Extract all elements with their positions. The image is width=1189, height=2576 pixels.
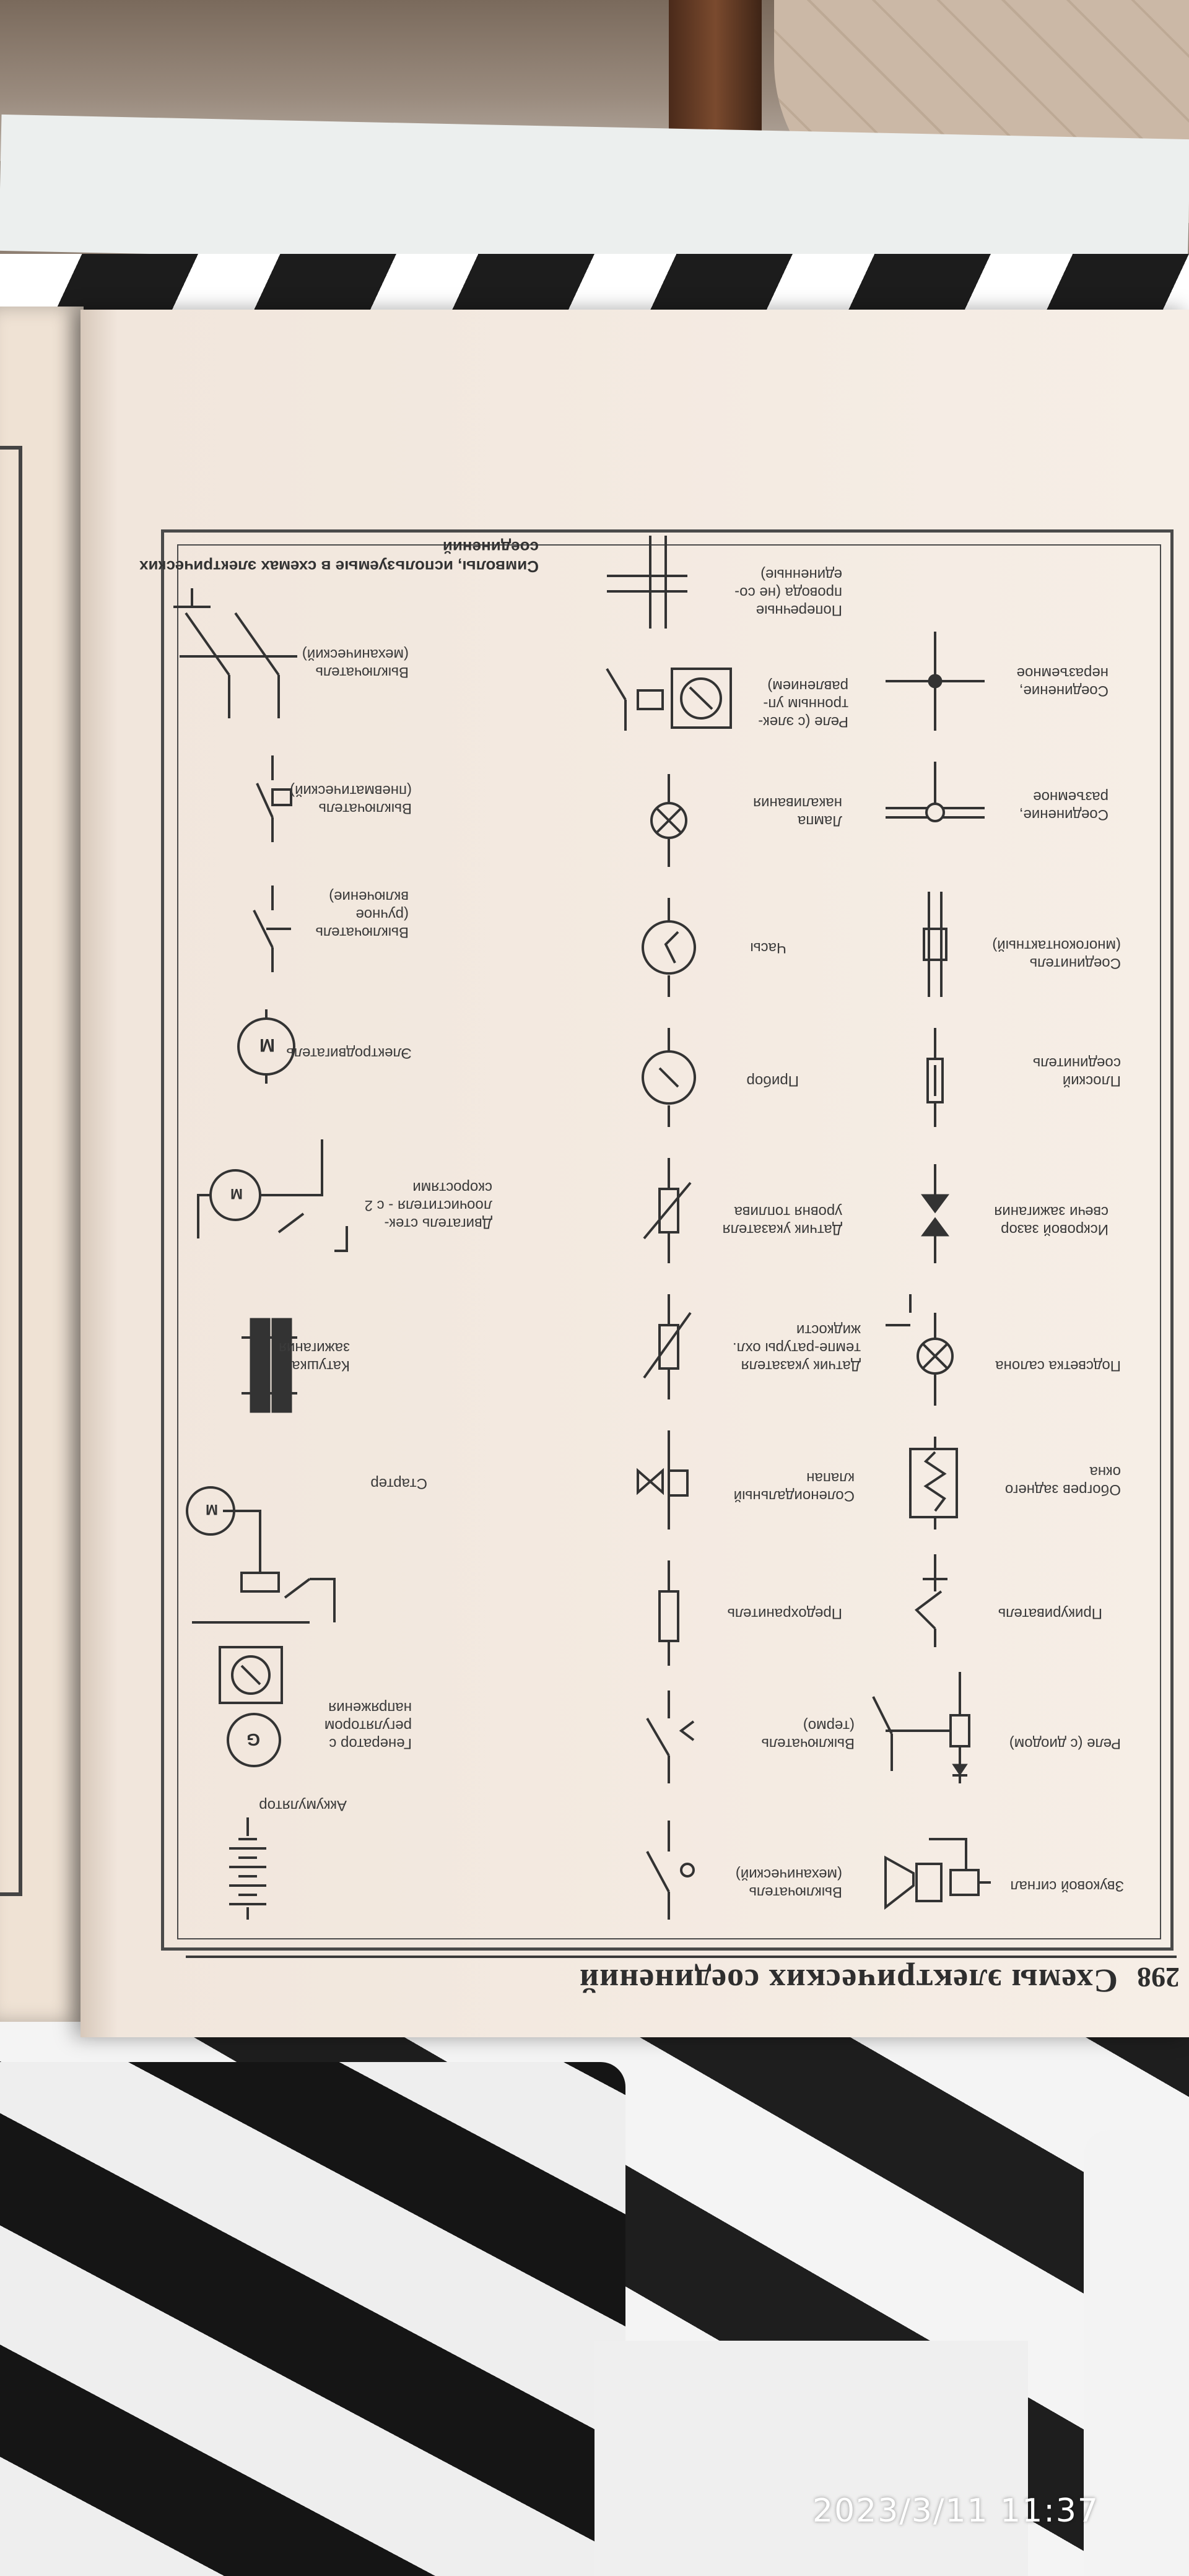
label-wiper-motor: Двигатель стек-лоочистителя - с 2 скорос… (364, 1179, 492, 1232)
left-book-page (0, 307, 84, 2022)
svg-text:M: M (230, 1185, 243, 1202)
label-spark-gap: Искровой зазор свечи зажигания (994, 1203, 1108, 1238)
right-book-page (81, 310, 1189, 2037)
clock-icon (642, 898, 696, 997)
label-temperature-sensor: Датчик указателя темпе-ратуры охл. жидко… (732, 1321, 861, 1374)
label-flat-connector: Плоский соединитель (1032, 1055, 1121, 1089)
page-number: 298 (1137, 1962, 1180, 1993)
label-multi-connector: Соединитель (многоконтактный) (992, 937, 1121, 972)
striped-card-pattern (0, 2062, 625, 2576)
label-fuse: Предохранитель (727, 1605, 842, 1622)
label-lamp: Лампа накаливания (753, 794, 842, 829)
label-crossing-wires: Поперечные провода (не со-единенные) (734, 566, 842, 619)
label-fuel-sensor: Датчик указателя уровня топлива (722, 1203, 842, 1238)
svg-text:M: M (206, 1501, 218, 1518)
fuel-sensor-icon (643, 1158, 692, 1263)
electronic-relay-icon (606, 668, 732, 731)
svg-text:M: M (259, 1035, 275, 1055)
rear-defogger-icon (909, 1437, 958, 1530)
wiper-motor-icon: M (197, 1139, 348, 1252)
generator-icon: G (219, 1646, 283, 1767)
label-thermo-switch: Выключатель (термо) (761, 1717, 855, 1752)
label-pneumatic-switch: Выключатель (пневматический) (290, 782, 412, 817)
label-gauge: Прибор (746, 1073, 799, 1089)
permanent-junction-icon (886, 632, 985, 731)
interior-light-icon (886, 1294, 954, 1406)
detachable-junction-icon (886, 762, 985, 822)
white-card-right (1084, 2130, 1189, 2576)
spark-gap-icon (921, 1164, 949, 1263)
label-battery: Аккумулятор (259, 1797, 347, 1814)
label-clock: Часы (750, 939, 786, 956)
label-rear-defogger: Обогрев заднего окна (1004, 1463, 1121, 1498)
gauge-icon (642, 1028, 696, 1127)
mechanical-switch-icon (646, 1821, 695, 1920)
label-electronic-relay: Реле (с элек-тронным уп-равлением) (758, 677, 848, 730)
crossing-wires-icon (607, 536, 687, 629)
fuse-icon (658, 1560, 679, 1666)
temperature-sensor-icon (643, 1294, 692, 1399)
label-generator: Генератор с регулятором напряжения (324, 1699, 412, 1752)
header-rule (186, 1956, 1177, 1958)
white-board (0, 114, 1189, 276)
photo-timestamp: 2023/3/11 11:37 (812, 2492, 1100, 2530)
label-interior-light: Подсветка салона (995, 1357, 1121, 1374)
label-manual-switch: Выключатель (ручное включение) (315, 888, 409, 941)
label-starter: Стартер (370, 1475, 427, 1492)
left-page-frame (0, 446, 22, 1896)
symbols-section-title: Символы, используемые в схемах электриче… (139, 538, 539, 576)
page-content-upside-down: 298 Схемы электрических соединений Аккум… (81, 310, 1189, 2037)
page-header-title: Схемы электрических соединений (579, 1962, 1118, 1999)
diode-relay-icon (872, 1672, 970, 1783)
flat-connector-icon (926, 1028, 944, 1127)
solenoid-valve-icon (637, 1430, 689, 1530)
ignition-coil-icon (242, 1318, 297, 1413)
label-solenoid-valve: Соленоидальный клапан (733, 1469, 855, 1504)
label-motor: Электродвигатель (286, 1045, 412, 1061)
multi-connector-icon (923, 892, 947, 997)
label-mechanical-switch-multi: Выключатель (механический) (302, 646, 409, 681)
lamp-icon (650, 774, 687, 867)
starter-icon: M (186, 1486, 336, 1624)
label-cigar-lighter: Прикуриватель (998, 1605, 1102, 1622)
label-diode-relay: Реле (с диодом) (1009, 1735, 1121, 1752)
cigar-lighter-icon (914, 1554, 947, 1647)
horn-icon (884, 1838, 991, 1910)
manual-switch-icon (253, 886, 291, 972)
battery-icon (229, 1817, 266, 1920)
label-mechanical-switch: Выключатель (механический) (735, 1866, 842, 1900)
label-detachable-junction: Соединение, разъемное (1019, 788, 1108, 823)
pneumatic-switch-icon (256, 755, 292, 842)
mechanical-switch-multi-icon (173, 588, 297, 718)
label-permanent-junction: Соединение, неразъемное (1016, 664, 1108, 699)
motor-icon: M (237, 1009, 295, 1084)
label-horn: Звуковой сигнал (1010, 1878, 1124, 1894)
label-ignition-coil: Катушка зажигания (278, 1339, 350, 1374)
white-card-bottom (594, 2341, 1028, 2576)
svg-text:G: G (246, 1730, 260, 1749)
thermo-switch-icon (646, 1690, 695, 1783)
